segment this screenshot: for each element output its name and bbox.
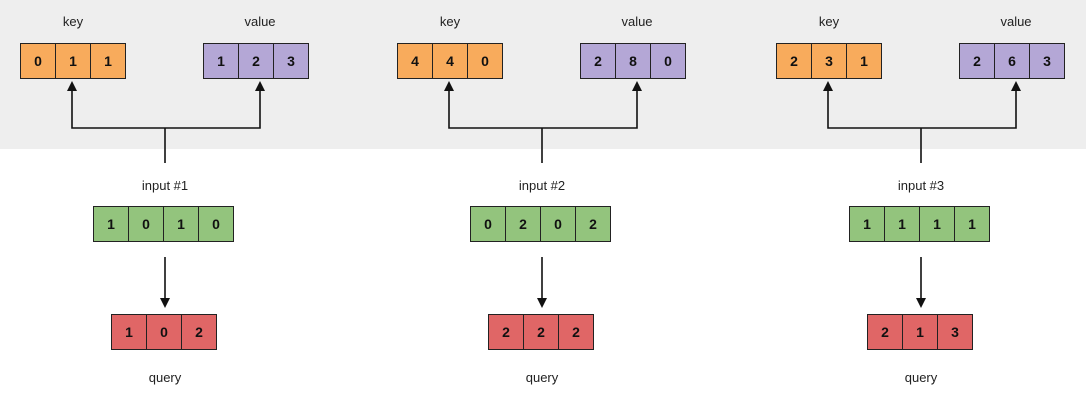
key-label: key [62,14,84,29]
key-cell: 0 [20,43,56,79]
input-label: input #2 [518,178,566,193]
input-cell: 0 [198,206,234,242]
query-cell: 2 [181,314,217,350]
value-cell: 6 [994,43,1030,79]
input-cell: 1 [884,206,920,242]
query-cell: 0 [146,314,182,350]
query-cell: 3 [937,314,973,350]
query-cell: 2 [523,314,559,350]
value-cell: 0 [650,43,686,79]
key-cell: 1 [55,43,91,79]
query-cell: 1 [902,314,938,350]
key-cell: 1 [846,43,882,79]
value-label: value [244,14,276,29]
query-cell: 2 [488,314,524,350]
top-band [0,0,1086,149]
connector-arrows [444,81,642,308]
value-cell: 3 [1029,43,1065,79]
input-cell: 0 [540,206,576,242]
arrow-to-key [444,81,542,129]
value-label: value [621,14,653,29]
key-cell: 2 [776,43,812,79]
input-cell: 1 [919,206,955,242]
arrow-to-value [165,81,265,129]
connector-arrows [823,81,1021,308]
input-cell: 1 [849,206,885,242]
key-label: key [439,14,461,29]
query-label: query [525,370,559,385]
input-label: input #3 [897,178,945,193]
value-cell: 2 [238,43,274,79]
arrow-to-value [542,81,642,129]
query-label: query [148,370,182,385]
input-label: input #1 [141,178,189,193]
input-cell: 2 [575,206,611,242]
value-label: value [1000,14,1032,29]
arrow-to-key [823,81,921,129]
query-cell: 2 [558,314,594,350]
arrow-to-key [67,81,165,129]
key-cell: 0 [467,43,503,79]
key-cell: 4 [432,43,468,79]
value-cell: 1 [203,43,239,79]
key-cell: 3 [811,43,847,79]
input-cell: 1 [954,206,990,242]
key-cell: 4 [397,43,433,79]
value-cell: 2 [580,43,616,79]
key-cell: 1 [90,43,126,79]
value-cell: 3 [273,43,309,79]
value-cell: 2 [959,43,995,79]
connector-arrows [67,81,265,308]
query-label: query [904,370,938,385]
key-label: key [818,14,840,29]
arrow-to-value [921,81,1021,129]
